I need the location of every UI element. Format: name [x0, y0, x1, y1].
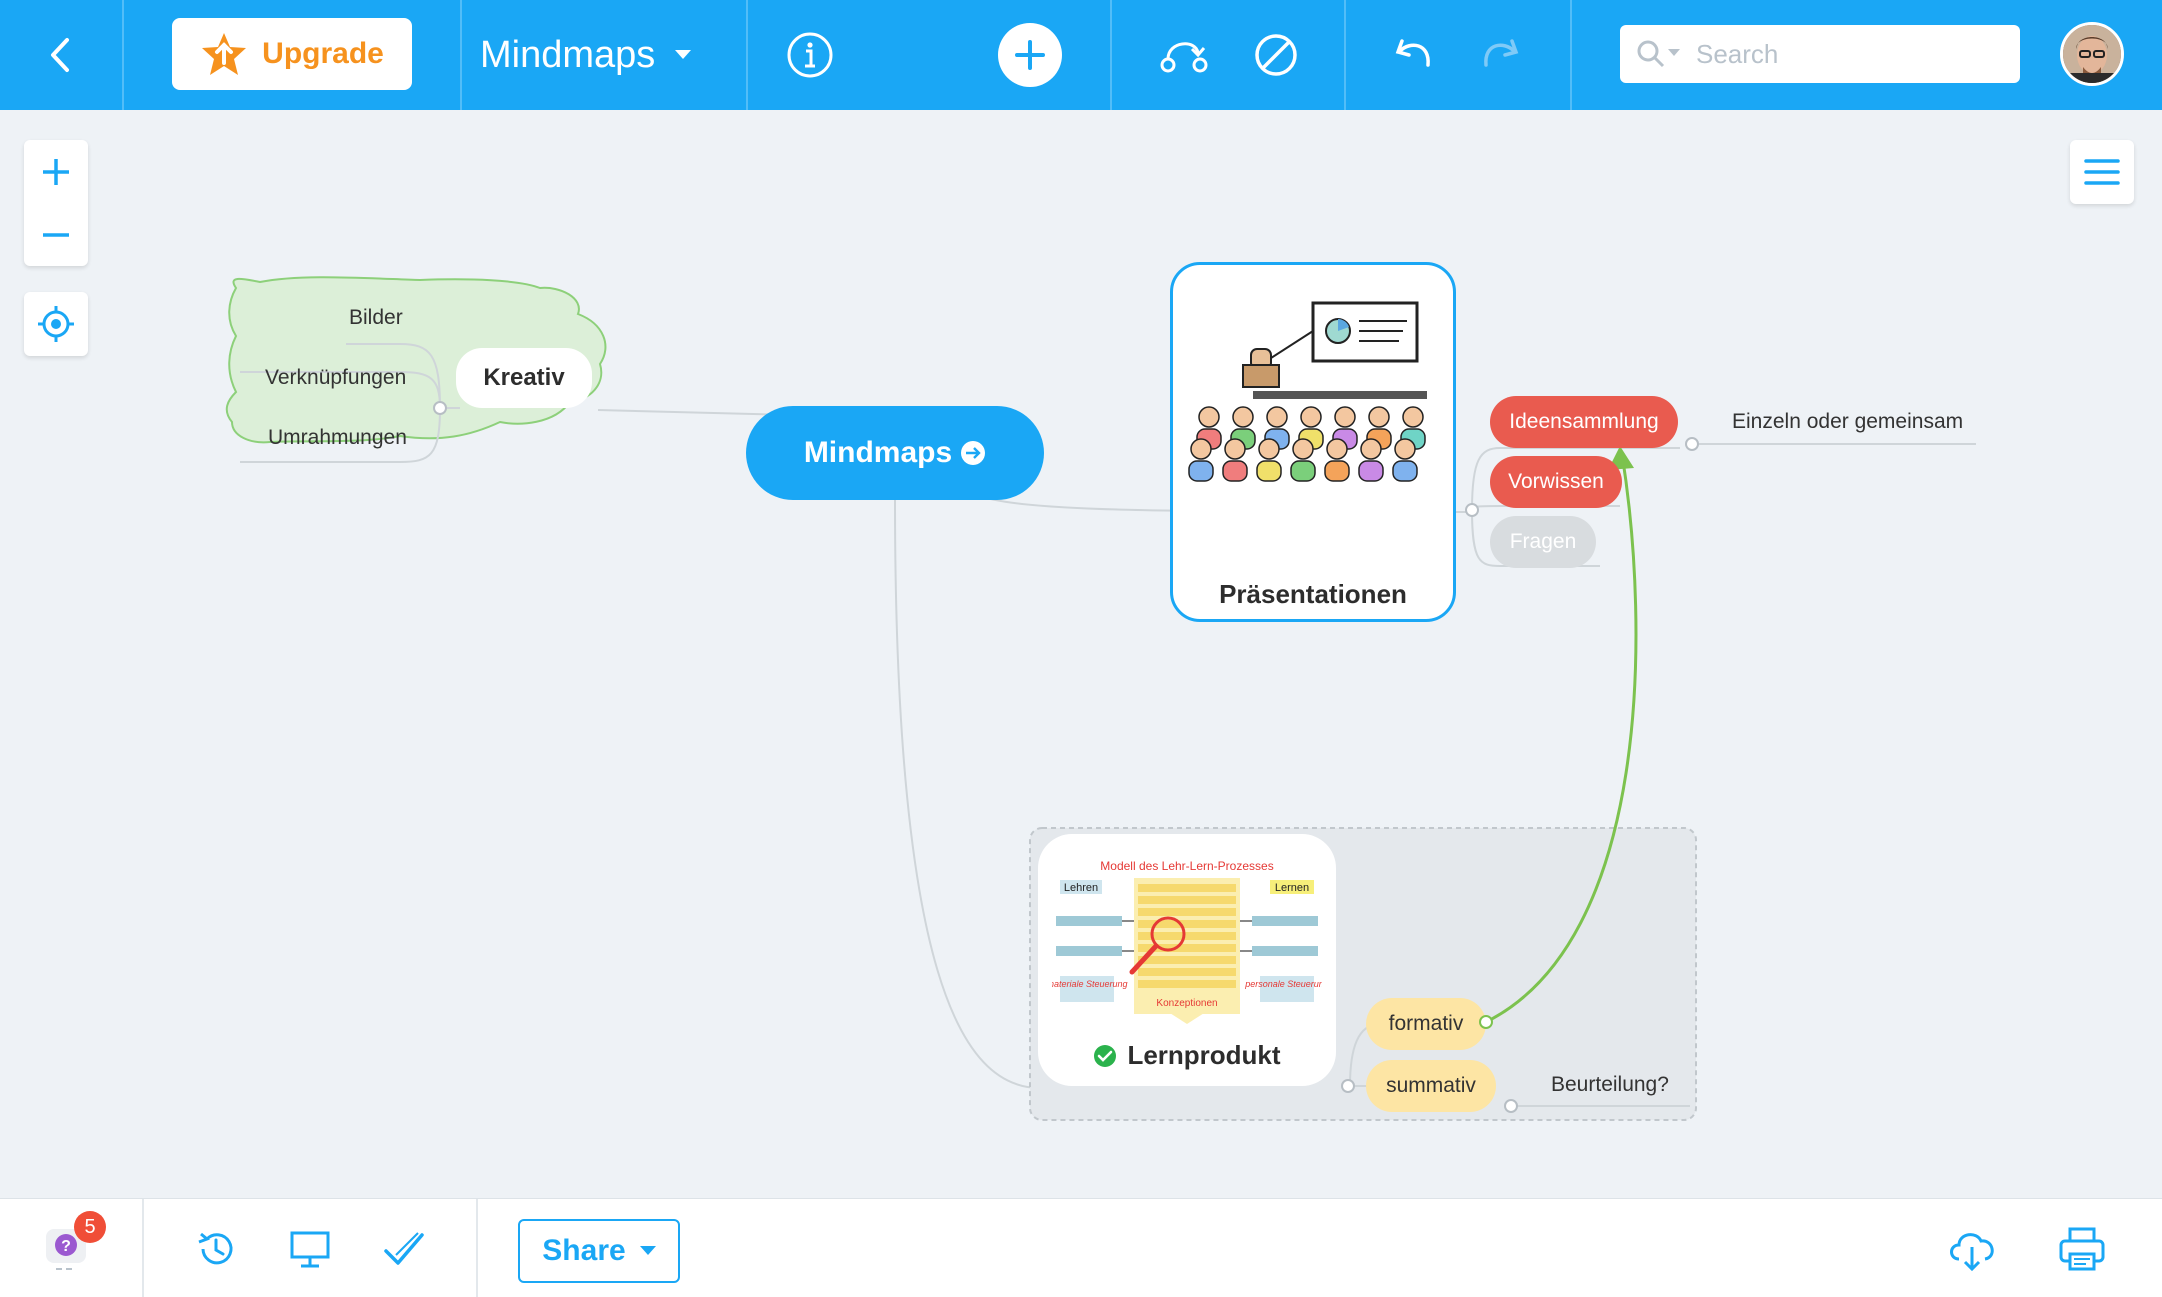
zoom-in-button[interactable] — [24, 140, 88, 203]
chevron-left-icon — [51, 38, 69, 72]
toolbar-divider — [122, 0, 124, 110]
block-icon — [1255, 34, 1297, 76]
printer-icon — [2059, 1227, 2105, 1271]
toolbar-divider — [1570, 0, 1572, 110]
search-icon — [1637, 40, 1680, 68]
tasks-button[interactable] — [378, 1223, 430, 1275]
bottom-toolbar: ? 5 Share — [0, 1198, 2162, 1297]
bottom-divider — [476, 1199, 478, 1297]
zoom-controls — [24, 140, 88, 266]
svg-text:?: ? — [61, 1238, 71, 1255]
lernprodukt-collapse-toggle[interactable] — [1341, 1079, 1355, 1093]
search-input[interactable] — [1694, 37, 1988, 71]
node-fragen[interactable]: Fragen — [1490, 516, 1596, 568]
presentation-button[interactable] — [284, 1223, 336, 1275]
plus-icon — [1015, 40, 1045, 70]
mindmap-canvas[interactable]: Bilder Verknüpfungen Umrahmungen Kreativ… — [0, 110, 2162, 1198]
minus-icon — [43, 232, 69, 237]
diagram-label-konzeptionen: Konzeptionen — [1156, 998, 1217, 1009]
upgrade-button[interactable]: Upgrade — [172, 18, 412, 90]
node-umrahmungen[interactable]: Umrahmungen — [268, 426, 407, 449]
disable-button[interactable] — [1244, 0, 1308, 110]
add-node-button[interactable] — [998, 23, 1062, 87]
target-icon — [38, 306, 74, 342]
center-map-button[interactable] — [24, 292, 88, 356]
plus-icon — [43, 158, 69, 185]
info-icon — [787, 32, 833, 78]
share-label: Share — [542, 1234, 626, 1267]
node-vorwissen[interactable]: Vorwissen — [1490, 456, 1622, 508]
summativ-collapse-toggle[interactable] — [1504, 1099, 1518, 1113]
help-button[interactable]: ? — [36, 1219, 96, 1279]
cloud-download-icon — [1950, 1233, 1994, 1272]
relation-arrow-icon — [1160, 42, 1208, 73]
search-box[interactable] — [1620, 25, 2020, 83]
node-ideensammlung[interactable]: Ideensammlung — [1490, 396, 1678, 448]
presentation-illustration — [1188, 301, 1427, 482]
export-download-button[interactable] — [1942, 1219, 2002, 1279]
kreativ-collapse-toggle[interactable] — [433, 401, 447, 415]
back-button[interactable] — [20, 0, 100, 110]
user-avatar[interactable] — [2060, 22, 2124, 86]
history-clock-icon — [198, 1232, 233, 1265]
print-button[interactable] — [2052, 1219, 2112, 1279]
bottom-divider — [142, 1199, 144, 1297]
hamburger-icon — [2084, 159, 2120, 185]
top-toolbar: Upgrade Mindmaps — [0, 0, 2162, 110]
arrow-circle-right-icon — [961, 441, 986, 465]
help-chat-icon: ? — [46, 1229, 86, 1270]
diagram-label-lehren: Lehren — [1064, 882, 1098, 894]
ideensammlung-collapse-toggle[interactable] — [1685, 437, 1699, 451]
toolbar-divider — [460, 0, 462, 110]
formativ-relation-anchor[interactable] — [1479, 1015, 1493, 1029]
redo-button[interactable] — [1470, 0, 1534, 110]
lehr-lern-model-diagram: Modell des Lehr-Lern-Prozesses Lehren Le… — [1052, 859, 1322, 1024]
map-title: Mindmaps — [480, 33, 656, 76]
share-button[interactable]: Share — [518, 1219, 680, 1283]
diagram-label-materiale: materiale Steuerung — [1052, 979, 1128, 989]
menu-button[interactable] — [2070, 140, 2134, 204]
diagram-title: Modell des Lehr-Lern-Prozesses — [1100, 859, 1273, 873]
toolbar-divider — [1344, 0, 1346, 110]
toolbar-divider — [1110, 0, 1112, 110]
node-bilder[interactable]: Bilder — [349, 306, 403, 329]
node-summativ[interactable]: summativ — [1366, 1060, 1496, 1112]
monitor-icon — [290, 1231, 330, 1268]
diagram-label-personale: personale Steuerung — [1244, 979, 1322, 989]
info-button[interactable] — [778, 0, 842, 110]
avatar-icon — [2063, 25, 2121, 83]
root-label: Mindmaps — [803, 436, 953, 469]
history-button[interactable] — [190, 1223, 242, 1275]
node-verknuepfungen[interactable]: Verknüpfungen — [265, 366, 407, 389]
node-lernprodukt-label: Lernprodukt — [1127, 1040, 1281, 1070]
zoom-out-button[interactable] — [24, 203, 88, 266]
checkmark-icon — [384, 1232, 424, 1265]
node-lernprodukt-caption: Lernprodukt — [1038, 1040, 1336, 1071]
node-praesentationen[interactable]: Präsentationen — [1170, 262, 1456, 622]
caret-down-icon — [639, 1246, 656, 1255]
undo-button[interactable] — [1380, 0, 1444, 110]
node-lernprodukt[interactable]: Modell des Lehr-Lern-Prozesses Lehren Le… — [1038, 834, 1336, 1086]
toolbar-divider — [746, 0, 748, 110]
node-formativ[interactable]: formativ — [1366, 998, 1486, 1050]
node-praesentationen-label: Präsentationen — [1219, 579, 1407, 609]
connect-button[interactable] — [1150, 0, 1218, 110]
praesentationen-collapse-toggle[interactable] — [1465, 503, 1479, 517]
undo-icon — [1395, 39, 1430, 67]
redo-icon — [1484, 39, 1519, 67]
node-beurteilung[interactable]: Beurteilung? — [1551, 1073, 1669, 1096]
help-notification-badge: 5 — [74, 1211, 106, 1243]
checkmark-circle-icon — [1094, 1044, 1117, 1067]
node-kreativ[interactable]: Kreativ — [456, 348, 592, 408]
node-einzeln-oder-gemeinsam[interactable]: Einzeln oder gemeinsam — [1732, 410, 1964, 433]
caret-down-icon — [675, 50, 692, 59]
map-title-dropdown[interactable]: Mindmaps — [480, 0, 692, 110]
star-icon — [202, 33, 247, 75]
diagram-label-lernen: Lernen — [1275, 882, 1309, 894]
upgrade-label: Upgrade — [262, 37, 384, 70]
node-root-mindmaps[interactable]: Mindmaps — [746, 406, 1044, 500]
